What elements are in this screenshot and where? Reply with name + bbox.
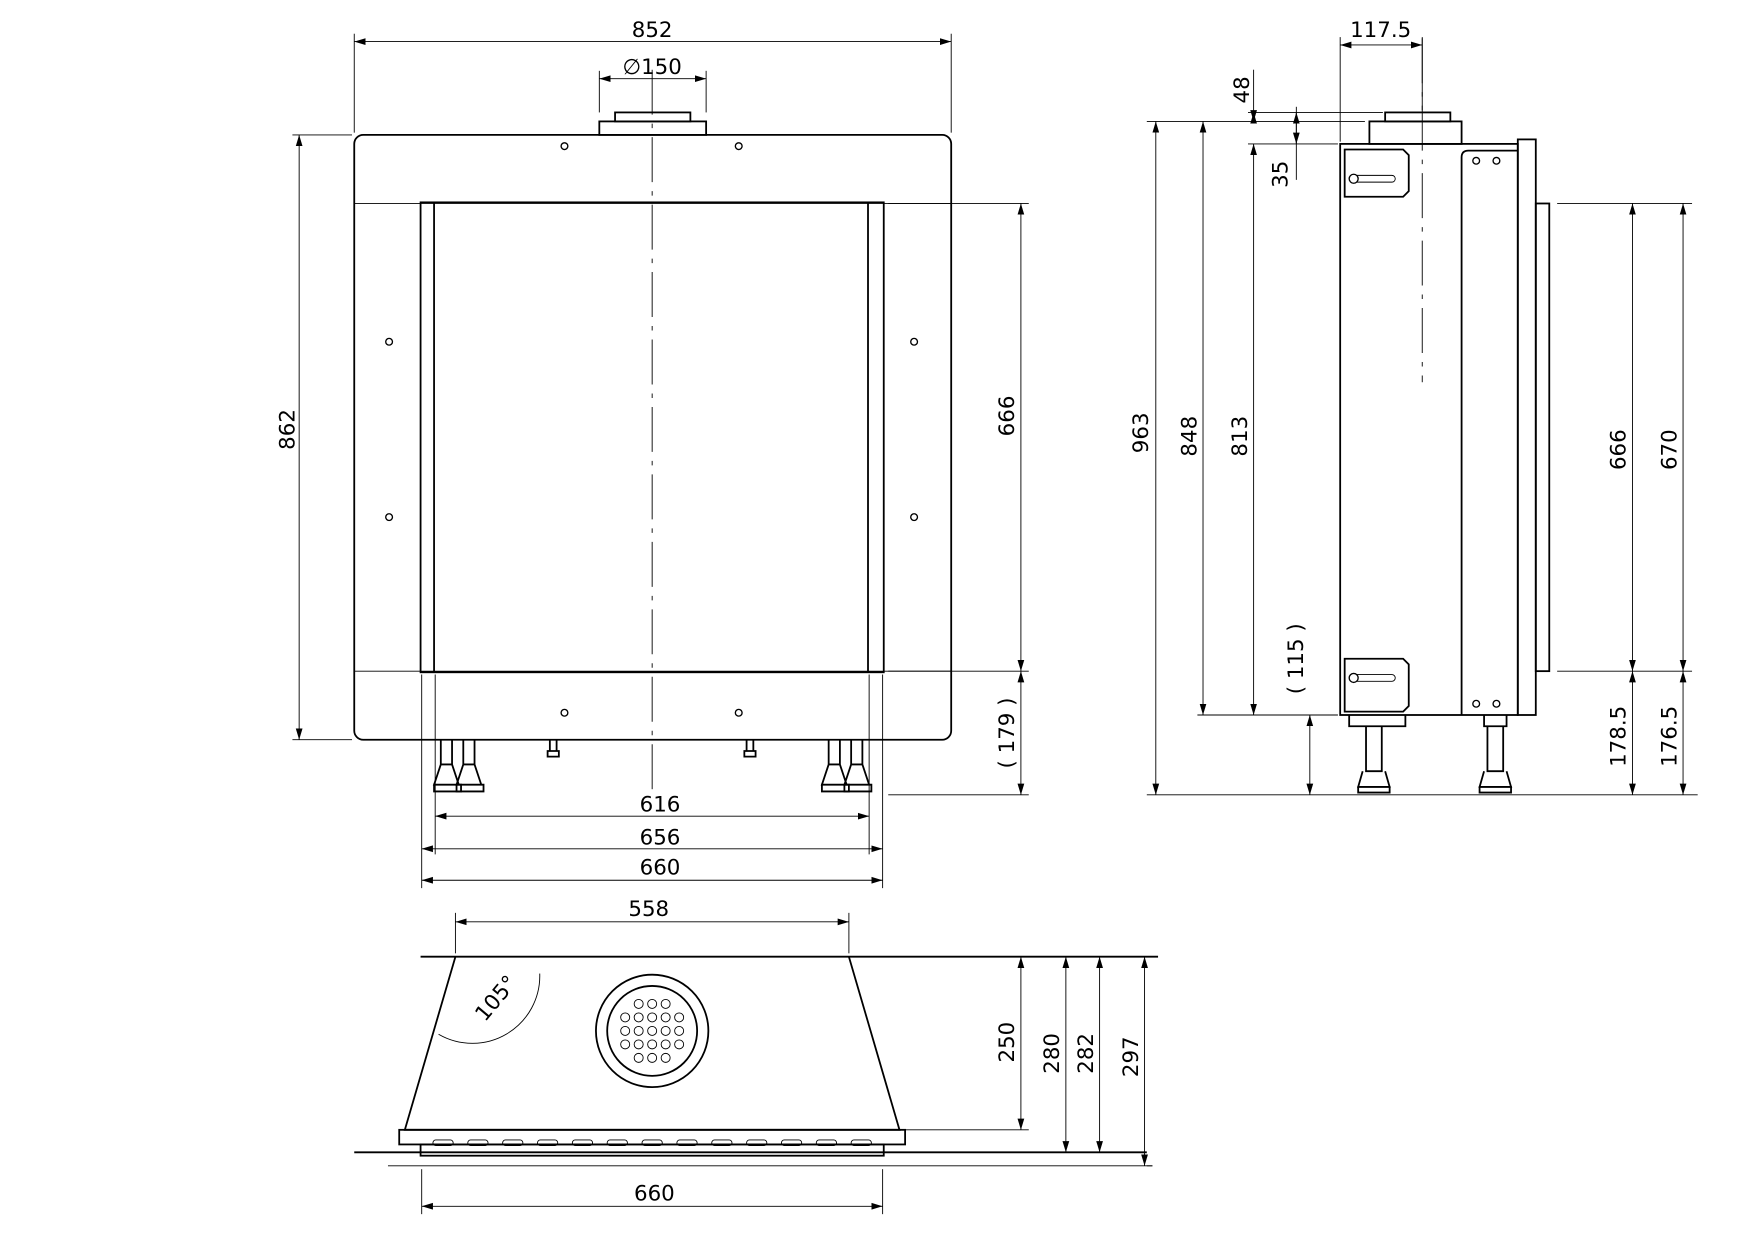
slot	[850, 1139, 872, 1147]
burner-hole	[620, 1039, 631, 1050]
slots	[432, 1139, 872, 1147]
dim-depth-250: 250	[995, 1022, 1020, 1063]
front-view: 852 ∅150 862 666 ( 179 ) 616 656 660	[276, 18, 1029, 889]
slot	[571, 1139, 594, 1147]
slot	[676, 1139, 698, 1147]
burner-hole	[660, 1052, 671, 1063]
adjustable-legs	[432, 739, 873, 793]
burner-hole	[674, 1012, 685, 1023]
dim-glass-height: 666	[995, 396, 1020, 437]
dim-leg-height: ( 179 )	[995, 697, 1020, 768]
dim-width-660: 660	[640, 856, 681, 881]
burner-hole	[660, 1025, 671, 1036]
dim-back-width: 558	[628, 897, 669, 922]
dim-total-height: 963	[1129, 412, 1154, 453]
slot	[606, 1139, 628, 1147]
slot	[711, 1139, 733, 1147]
dim-height-813: 813	[1228, 416, 1253, 457]
slot	[502, 1139, 524, 1147]
dim-height-overall: 862	[276, 409, 301, 450]
burner-hole	[633, 1052, 644, 1063]
dim-flue-diameter: ∅150	[622, 55, 681, 80]
side-view: 117.5 48 35 963 848 813 ( 115 ) 666 670 …	[1129, 18, 1698, 796]
burner-hole	[633, 998, 644, 1009]
dim-glass-666: 666	[1607, 429, 1632, 470]
burner-holes	[620, 998, 685, 1063]
burner-hole	[647, 998, 658, 1009]
burner-hole	[647, 1039, 658, 1050]
burner-hole	[660, 1039, 671, 1050]
dim-leg-height-side: ( 115 )	[1284, 623, 1309, 694]
mounting-holes	[385, 142, 919, 717]
dim-depth-297: 297	[1119, 1036, 1144, 1077]
burner-hole	[633, 1025, 644, 1036]
slot	[746, 1139, 768, 1147]
dim-depth-282: 282	[1074, 1033, 1099, 1074]
dim-top-35: 35	[1268, 161, 1293, 188]
burner-hole	[647, 1025, 658, 1036]
slot	[641, 1139, 663, 1147]
dim-flue-offset: 117.5	[1350, 18, 1411, 43]
burner-hole	[633, 1012, 644, 1023]
burner-hole	[674, 1025, 685, 1036]
burner-hole	[620, 1025, 631, 1036]
dim-frame-670: 670	[1657, 429, 1682, 470]
slot	[815, 1139, 837, 1147]
burner-hole	[647, 1012, 658, 1023]
slot	[537, 1139, 559, 1147]
dim-flue-collar: 48	[1230, 76, 1255, 103]
burner-hole	[660, 998, 671, 1009]
burner-hole	[647, 1052, 658, 1063]
dim-depth-280: 280	[1040, 1033, 1065, 1074]
slot	[432, 1139, 454, 1147]
burner-hole	[633, 1039, 644, 1050]
slot	[780, 1139, 803, 1147]
dim-angle: 105°	[470, 971, 522, 1026]
dim-height-848: 848	[1177, 416, 1202, 457]
top-view: 558 105° 250 280 282 297 660	[354, 897, 1159, 1215]
dim-front-width: 660	[634, 1182, 675, 1207]
dim-bottom-178-5: 178.5	[1607, 706, 1632, 767]
dim-width-overall: 852	[632, 18, 673, 43]
burner-hole	[674, 1039, 685, 1050]
dim-width-616: 616	[640, 793, 681, 818]
slot	[467, 1139, 489, 1147]
burner-hole	[620, 1012, 631, 1023]
dim-width-656: 656	[640, 825, 681, 850]
dim-bottom-176-5: 176.5	[1657, 706, 1682, 767]
burner-hole	[660, 1012, 671, 1023]
